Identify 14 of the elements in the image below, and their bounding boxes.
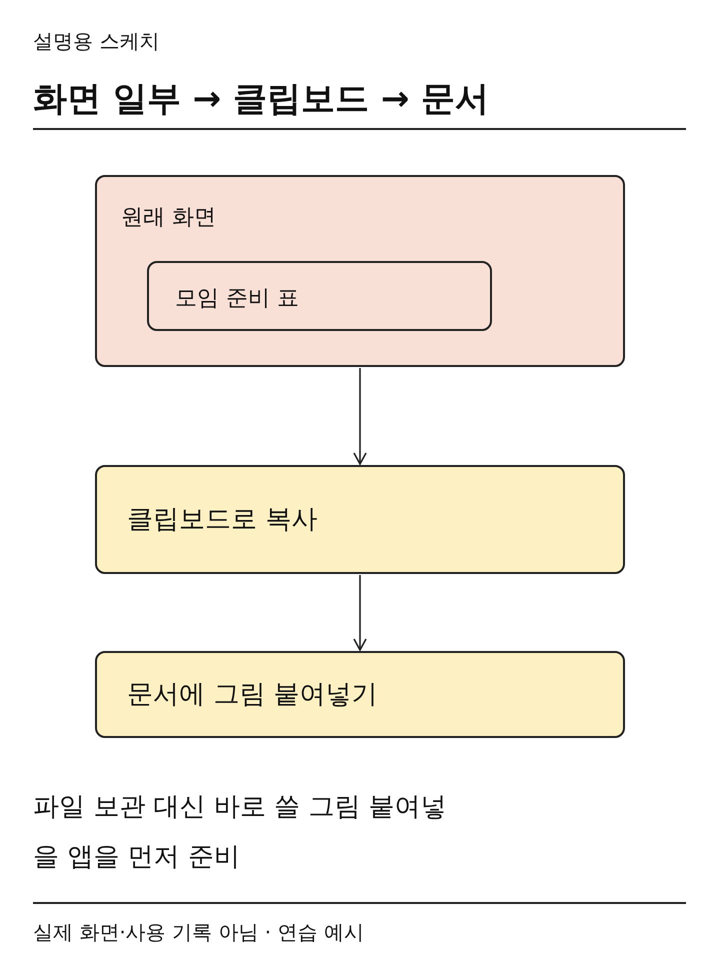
node-label: 클립보드로 복사 [127,503,318,536]
arrow [353,575,367,651]
note-text: 파일 보관 대신 바로 쓸 그림 붙여넣을 앱을 먼저 준비 [33,791,448,874]
arrow [353,368,367,465]
node-label: 모임 준비 표 [175,285,299,313]
screen-box [95,175,625,367]
footer-note: 실제 화면·사용 기록 아님 · 연습 예시 [33,919,364,946]
process-box [95,465,625,574]
title: 화면 일부 → 클립보드 → 문서 [33,78,490,121]
node-label: 문서에 그림 붙여넣기 [127,678,378,711]
process-box [95,651,625,738]
node-label: 원래 화면 [121,204,216,232]
screen-box [147,261,492,331]
subtitle: 설명용 스케치 [33,28,160,55]
